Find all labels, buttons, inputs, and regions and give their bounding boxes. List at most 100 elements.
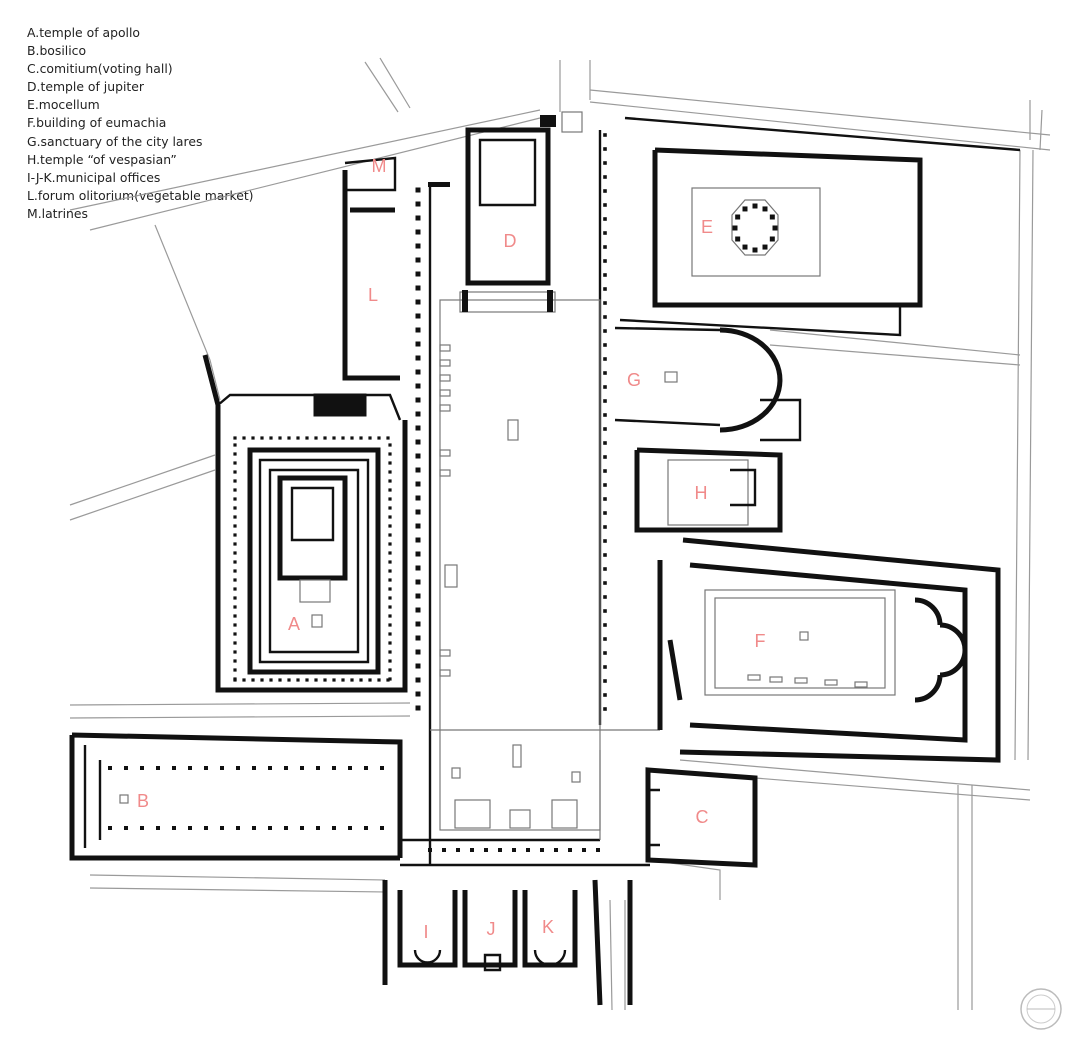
forum-column: [603, 315, 607, 319]
apollo-column: [341, 678, 345, 682]
forum-column: [415, 579, 421, 585]
apollo-column: [388, 533, 392, 537]
legend-item-e: E.mocellum: [27, 97, 100, 113]
forum-column: [603, 609, 607, 613]
forum-column: [603, 595, 607, 599]
building-labels: A B C D E F G H I J K L M: [137, 156, 766, 942]
comitium: [645, 767, 758, 868]
forum-column: [603, 259, 607, 263]
forum-column: [603, 707, 607, 711]
apollo-column: [287, 678, 291, 682]
label-a: A: [288, 614, 300, 634]
forum-column: [596, 848, 600, 852]
basilica-column: [124, 766, 128, 770]
apollo-column: [242, 678, 246, 682]
apollo-column: [260, 678, 264, 682]
basilica-column: [220, 826, 224, 830]
label-f: F: [755, 631, 766, 651]
apollo-column: [233, 470, 237, 474]
basilica-column: [236, 766, 240, 770]
forum-column: [415, 509, 421, 515]
basilica-column: [204, 766, 208, 770]
apollo-column: [388, 623, 392, 627]
apollo-column: [233, 515, 237, 519]
apollo-column: [388, 497, 392, 501]
apollo-column: [388, 578, 392, 582]
apollo-column: [233, 506, 237, 510]
forum-column: [603, 469, 607, 473]
forum-column: [603, 679, 607, 683]
basilica-column: [332, 766, 336, 770]
forum-column: [554, 848, 558, 852]
apollo-column: [341, 436, 345, 440]
apollo-column: [359, 436, 363, 440]
apollo-column: [278, 436, 282, 440]
apollo-column: [368, 436, 372, 440]
forum-column: [415, 299, 421, 305]
forum-column: [415, 229, 421, 235]
apollo-column: [233, 668, 237, 672]
apollo-column: [359, 678, 363, 682]
apollo-column: [251, 436, 255, 440]
street-network: [69, 57, 1051, 1011]
apollo-column: [233, 560, 237, 564]
macellum: [619, 116, 1021, 337]
forum-column: [415, 341, 421, 347]
forum-column: [470, 848, 474, 852]
forum-plaza: [400, 130, 660, 867]
apollo-column: [233, 461, 237, 465]
forum-column: [415, 285, 421, 291]
apollo-column: [388, 560, 392, 564]
forum-column: [415, 495, 421, 501]
basilica-column: [316, 826, 320, 830]
forum-column: [603, 329, 607, 333]
basilica-column: [172, 766, 176, 770]
apollo-column: [314, 678, 318, 682]
apollo-column: [269, 678, 273, 682]
apollo-column: [388, 668, 392, 672]
forum-column: [415, 453, 421, 459]
forum-column: [415, 691, 421, 697]
forum-column: [540, 848, 544, 852]
label-l: L: [368, 285, 378, 305]
apollo-column: [388, 587, 392, 591]
label-k: K: [542, 917, 554, 937]
forum-column: [603, 399, 607, 403]
basilica-column: [300, 826, 304, 830]
apollo-column: [233, 632, 237, 636]
legend-item-h: H.temple “of vespasian”: [27, 151, 177, 167]
apollo-column: [332, 436, 336, 440]
forum-column: [415, 411, 421, 417]
apollo-column: [233, 641, 237, 645]
basilica-column: [268, 826, 272, 830]
apollo-column: [296, 436, 300, 440]
basilica-column: [204, 826, 208, 830]
forum-column: [415, 481, 421, 487]
forum-column: [603, 511, 607, 515]
basilica-column: [140, 826, 144, 830]
forum-column: [415, 621, 421, 627]
forum-column: [603, 343, 607, 347]
label-g: G: [627, 370, 641, 390]
forum-column: [415, 705, 421, 711]
legend-item-f: F.building of eumachia: [27, 115, 167, 131]
forum-column: [415, 243, 421, 249]
apollo-column: [233, 436, 237, 440]
apollo-column: [388, 614, 392, 618]
tholos-column: [742, 206, 748, 212]
basilica: [69, 732, 403, 861]
legend-item-g: G.sanctuary of the city lares: [27, 133, 203, 149]
label-h: H: [695, 483, 708, 503]
apollo-column: [386, 678, 390, 682]
legend-item-ijk: I-J-K.municipal offices: [27, 169, 161, 185]
forum-column: [415, 551, 421, 557]
forum-column: [512, 848, 516, 852]
basilica-column: [380, 766, 384, 770]
basilica-column: [364, 766, 368, 770]
forum-column: [415, 677, 421, 683]
forum-column: [603, 637, 607, 641]
forum-column: [415, 355, 421, 361]
forum-column: [603, 651, 607, 655]
forum-column: [415, 327, 421, 333]
